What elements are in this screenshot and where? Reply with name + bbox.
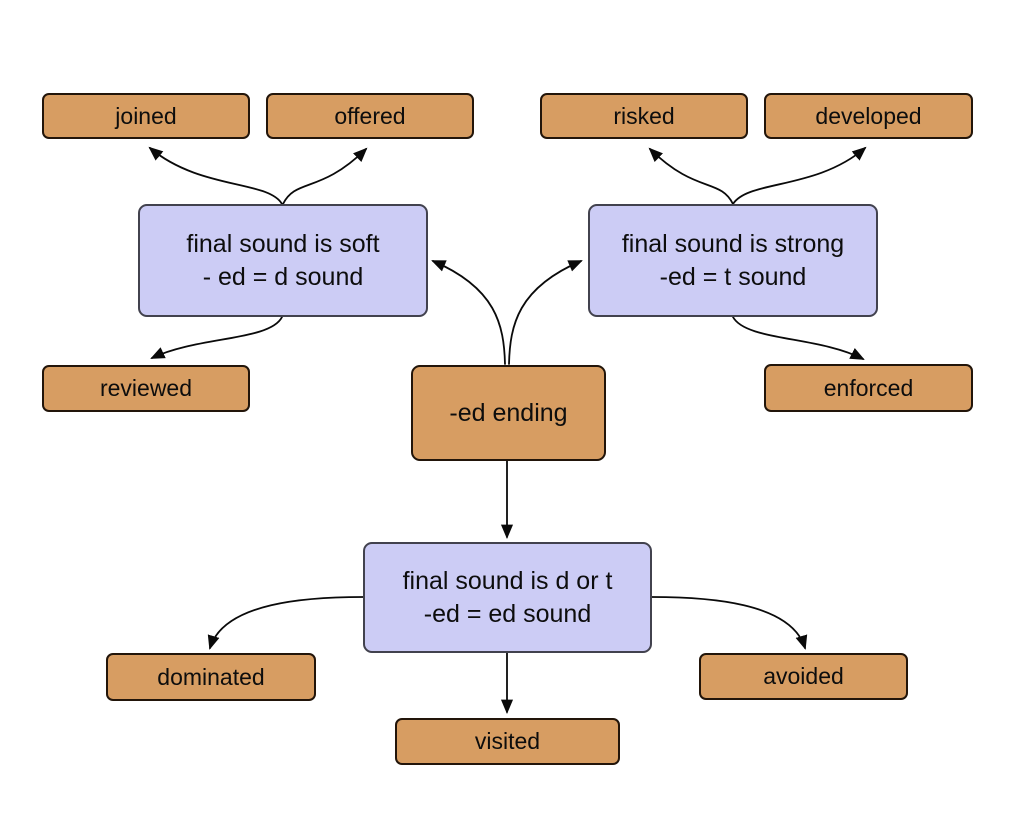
node-final-sound-is-strong: final sound is strong -ed = t sound <box>588 204 878 317</box>
node-developed-label: developed <box>815 102 922 129</box>
node-avoided: avoided <box>699 653 908 700</box>
edge-soft-to-reviewed <box>150 316 283 359</box>
strong-rule-line2: -ed = t sound <box>659 262 807 291</box>
edge-soft-to-offered <box>282 147 368 205</box>
node-visited: visited <box>395 718 620 765</box>
edge-strong-to-developed <box>732 146 867 205</box>
node-avoided-label: avoided <box>763 663 844 689</box>
node-joined-label: joined <box>115 102 177 129</box>
edge-dt-to-dominated <box>207 596 364 650</box>
node-risked: risked <box>540 93 748 139</box>
node-visited-label: visited <box>474 728 541 754</box>
dt-rule-line2: -ed = ed sound <box>423 599 592 628</box>
strong-rule-line1: final sound is strong <box>621 229 845 258</box>
node-offered: offered <box>266 93 474 139</box>
node-enforced-label: enforced <box>823 374 914 401</box>
node-dominated-label: dominated <box>157 663 265 690</box>
dt-rule-line1: final sound is d or t <box>402 566 613 595</box>
node-joined: joined <box>42 93 250 139</box>
node-offered-label: offered <box>334 102 406 129</box>
node-dominated: dominated <box>106 653 316 701</box>
node-final-sound-is-d-or-t: final sound is d or t -ed = ed sound <box>363 542 652 653</box>
node-reviewed: reviewed <box>42 365 250 412</box>
root-label: -ed ending <box>449 398 568 427</box>
edge-dt-to-avoided <box>651 596 808 650</box>
soft-rule-line1: final sound is soft <box>186 229 380 258</box>
soft-rule-line2: - ed = d sound <box>202 262 364 291</box>
node-ed-ending: -ed ending <box>411 365 606 461</box>
edge-strong-to-risked <box>648 147 734 205</box>
node-enforced: enforced <box>764 364 973 412</box>
edge-strong-to-enforced <box>732 316 865 360</box>
edge-root-to-soft <box>431 260 506 365</box>
node-reviewed-label: reviewed <box>99 375 193 401</box>
node-risked-label: risked <box>613 102 675 129</box>
node-developed: developed <box>764 93 973 139</box>
edge-root-to-strong <box>508 260 583 365</box>
node-final-sound-is-soft: final sound is soft - ed = d sound <box>138 204 428 317</box>
edge-soft-to-joined <box>148 146 283 205</box>
